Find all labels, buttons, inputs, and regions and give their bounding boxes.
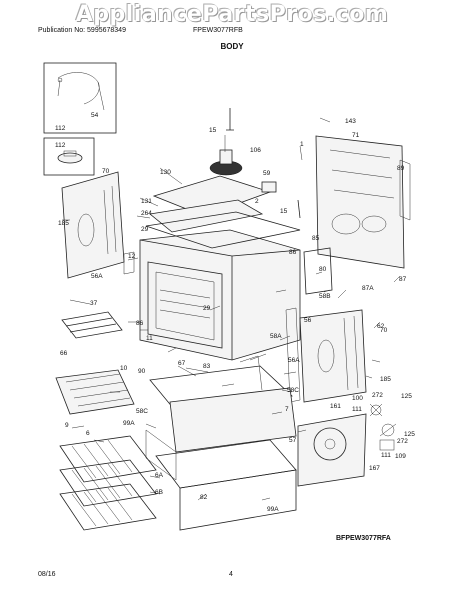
part-label-11: 11 — [146, 335, 153, 342]
part-label-185-right: 185 — [380, 376, 391, 383]
part-label-99A-lower: 99A — [267, 506, 279, 513]
part-label-109: 109 — [395, 453, 406, 460]
part-label-86-right: 86 — [289, 249, 297, 256]
part-label-2: 2 — [255, 198, 259, 205]
convection-fan — [209, 149, 243, 176]
back-panel — [315, 135, 405, 269]
section-title: BODY — [220, 42, 244, 51]
inset-thermostat — [43, 137, 95, 176]
part-label-85: 85 — [312, 235, 320, 242]
part-label-56A-left: 56A — [91, 273, 103, 280]
part-label-125-lower: 125 — [404, 431, 415, 438]
part-label-9: 9 — [65, 422, 69, 429]
part-label-112-inset: 112 — [55, 125, 66, 132]
part-label-56A-right: 56A — [288, 357, 300, 364]
part-label-111-upper: 111 — [352, 406, 362, 413]
part-label-70-left: 70 — [102, 168, 110, 175]
part-label-54: 54 — [91, 112, 99, 119]
part-label-167: 167 — [369, 465, 380, 472]
right-side-panel — [299, 309, 367, 403]
part-label-70-right: 70 — [380, 327, 388, 334]
oven-body — [139, 229, 301, 361]
part-label-83: 83 — [203, 363, 211, 370]
part-label-67: 67 — [178, 360, 186, 367]
part-label-264: 264 — [141, 210, 152, 217]
part-label-7: 7 — [285, 406, 289, 413]
part-label-15: 15 — [209, 127, 217, 134]
part-label-106: 106 — [250, 147, 261, 154]
part-label-58A: 58A — [270, 333, 282, 340]
part-label-59: 59 — [263, 170, 271, 177]
part-label-29-lower: 29 — [203, 305, 211, 312]
inset-wire-harness — [43, 62, 117, 134]
part-label-99A-upper: 99A — [123, 420, 135, 427]
part-label-58C-left: 58C — [136, 408, 148, 415]
part-label-56: 56 — [304, 317, 312, 324]
part-label-185-left: 185 — [58, 220, 69, 227]
part-label-58C-right: 58C — [287, 387, 299, 394]
part-label-10: 10 — [120, 365, 128, 372]
part-label-58B: 58B — [319, 293, 331, 300]
part-label-130: 130 — [160, 169, 171, 176]
part-label-12: 12 — [128, 253, 136, 260]
part-label-100: 100 — [352, 395, 363, 402]
fan-motor-assembly — [297, 403, 397, 487]
part-label-6A: 6A — [155, 472, 164, 479]
bottom-drawer — [145, 353, 297, 531]
part-label-131: 131 — [141, 198, 152, 205]
part-label-143: 143 — [345, 118, 356, 125]
part-label-90: 90 — [138, 368, 146, 375]
left-side-panel — [61, 171, 125, 279]
part-label-161: 161 — [330, 403, 341, 410]
watermark-text: AppliancePartsPros.com — [75, 2, 389, 27]
part-label-86-left: 86 — [136, 320, 144, 327]
part-label-89: 89 — [397, 165, 405, 172]
part-label-71: 71 — [352, 132, 360, 139]
part-label-37: 37 — [90, 300, 98, 307]
part-label-272-upper: 272 — [372, 392, 383, 399]
bake-element — [61, 311, 123, 339]
part-label-112: 112 — [55, 142, 66, 149]
part-label-62: 62 — [377, 323, 385, 330]
part-label-1: 1 — [300, 141, 304, 148]
part-label-29-upper: 29 — [141, 226, 149, 233]
part-label-6B: 6B — [155, 489, 163, 496]
broil-pan — [55, 369, 135, 415]
footer-date: 08/16 — [38, 571, 56, 578]
drawing-id: BFPEW3077RFA — [336, 535, 391, 542]
page-number: 4 — [229, 571, 233, 578]
part-label-66: 66 — [60, 350, 68, 357]
part-label-111-lower: 111 — [381, 452, 391, 459]
part-label-82: 82 — [200, 494, 208, 501]
part-label-87A: 87A — [362, 285, 374, 292]
part-label-80: 80 — [319, 266, 327, 273]
part-label-272-lower: 272 — [397, 438, 408, 445]
part-label-125-upper: 125 — [401, 393, 412, 400]
part-label-57: 57 — [289, 437, 297, 444]
part-label-15-lower: 15 — [280, 208, 288, 215]
part-label-87: 87 — [399, 276, 407, 283]
oven-racks — [59, 435, 157, 531]
part-label-6: 6 — [86, 430, 90, 437]
publication-number: Publication No: 5995678349 — [38, 27, 126, 34]
model-number: FPEW3077RFB — [193, 27, 243, 34]
